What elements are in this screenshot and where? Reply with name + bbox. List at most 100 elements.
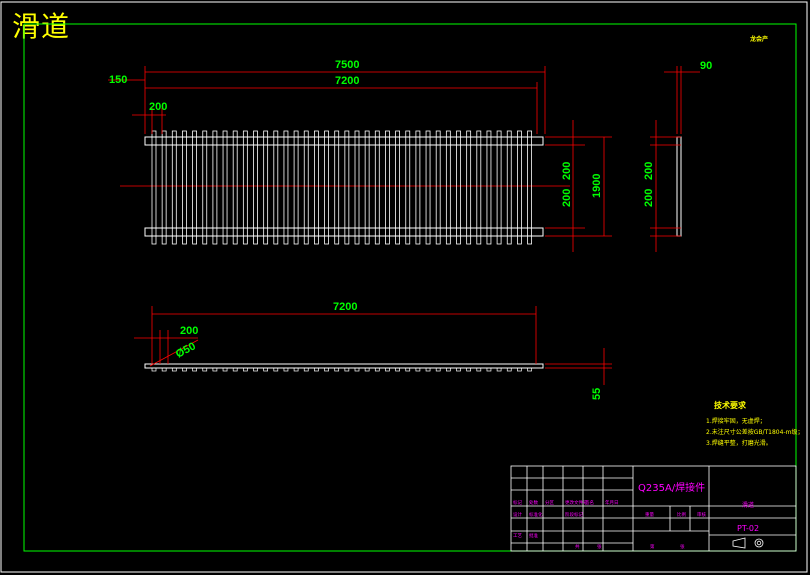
peg xyxy=(334,367,340,372)
peg xyxy=(496,367,502,372)
peg xyxy=(293,367,299,372)
notes-heading: 技术要求 xyxy=(714,400,747,410)
slat xyxy=(517,130,522,245)
peg xyxy=(243,367,248,372)
title-block-cell-label: 重量 xyxy=(645,511,654,518)
peg xyxy=(263,367,268,372)
slat xyxy=(354,130,360,245)
title-block-cell-label: 分区 xyxy=(545,499,554,506)
slat xyxy=(334,130,340,245)
peg xyxy=(273,367,279,372)
dim-side-width: 90 xyxy=(700,60,712,72)
slat xyxy=(293,130,299,245)
projection-symbol xyxy=(732,537,764,549)
peg xyxy=(324,367,329,372)
peg xyxy=(364,367,370,372)
slat xyxy=(374,130,380,245)
dim-side-upper: 200 xyxy=(643,162,655,180)
title-block-cell-label: 年月日 xyxy=(605,499,619,506)
slat xyxy=(496,130,502,245)
slat xyxy=(283,130,289,245)
peg xyxy=(192,367,197,372)
tb-part-name: 滑道 xyxy=(742,501,754,509)
peg xyxy=(374,367,380,372)
slat xyxy=(527,130,532,245)
peg xyxy=(283,367,289,372)
peg xyxy=(456,367,461,372)
dim-top-inner: 7200 xyxy=(335,75,359,87)
slat xyxy=(466,130,472,245)
front-view: 7200 200 Ø50 55 xyxy=(134,301,612,400)
peg xyxy=(506,367,512,372)
title-block-cell-label: 张 xyxy=(597,543,602,550)
peg xyxy=(425,367,431,372)
peg xyxy=(232,367,238,372)
peg xyxy=(395,367,400,372)
peg xyxy=(202,367,208,372)
tb-drawing-no: PT-02 xyxy=(737,524,759,533)
peg xyxy=(212,367,218,372)
dim-top-left-offset: 150 xyxy=(109,74,127,86)
slat xyxy=(222,130,228,245)
title-block-cell-label: 阶段标记 xyxy=(565,511,583,518)
peg xyxy=(171,367,177,372)
peg xyxy=(253,367,258,372)
peg xyxy=(466,367,471,372)
slat xyxy=(161,130,167,245)
slat xyxy=(344,130,350,245)
slat xyxy=(445,130,451,245)
peg xyxy=(385,367,390,372)
peg xyxy=(405,367,411,372)
title-block-cell-label: 审核 xyxy=(697,511,706,518)
notes-line-3: 3.焊缝平整，打磨光滑。 xyxy=(706,439,772,447)
title-block-cell-label: 标记 xyxy=(513,499,522,506)
slat xyxy=(232,130,238,245)
title-block-cell-label: 更改文件号 xyxy=(565,499,588,506)
slat xyxy=(506,130,512,245)
title-block-cell-label: 标准化 xyxy=(529,511,543,518)
slat xyxy=(192,130,198,245)
slat xyxy=(425,130,431,245)
peg xyxy=(182,367,187,372)
slat xyxy=(151,130,157,245)
slat xyxy=(364,130,370,245)
slat xyxy=(202,130,208,245)
slat xyxy=(212,130,218,245)
dim-right-upper: 200 xyxy=(561,162,573,180)
dim-side-lower: 200 xyxy=(643,189,655,207)
tb-material: Q235A/焊接件 xyxy=(638,481,705,494)
slat xyxy=(476,130,482,245)
dim-top-overall: 7500 xyxy=(335,59,359,71)
slat xyxy=(435,130,441,245)
slat xyxy=(395,130,401,245)
plan-dimensions: 7500 7200 150 200 xyxy=(108,59,546,134)
slat xyxy=(486,130,492,245)
plan-view xyxy=(120,130,570,245)
slat xyxy=(253,130,258,245)
dim-bottom-dia: Ø50 xyxy=(174,340,198,360)
peg xyxy=(354,367,360,372)
peg xyxy=(486,367,492,372)
slat xyxy=(385,130,390,245)
peg xyxy=(314,367,319,372)
title-block-cell-label: 批准 xyxy=(529,532,538,539)
peg xyxy=(344,367,350,372)
peg xyxy=(161,367,167,372)
notes-line-1: 1.焊接牢固，无虚焊； xyxy=(706,417,766,425)
dim-bottom-pitch: 200 xyxy=(180,325,198,337)
slat xyxy=(324,130,329,245)
slat xyxy=(313,130,319,245)
peg xyxy=(527,367,532,372)
peg xyxy=(435,367,441,372)
slat xyxy=(415,130,421,245)
peg xyxy=(303,367,309,372)
title-block-cell-label: 工艺 xyxy=(513,533,522,539)
title-block-cell-label: 张 xyxy=(680,543,685,550)
drawing-title: 滑道 xyxy=(12,10,71,43)
title-block xyxy=(510,465,797,552)
peg xyxy=(517,367,522,372)
slat xyxy=(405,130,411,245)
inner-border xyxy=(23,23,797,552)
